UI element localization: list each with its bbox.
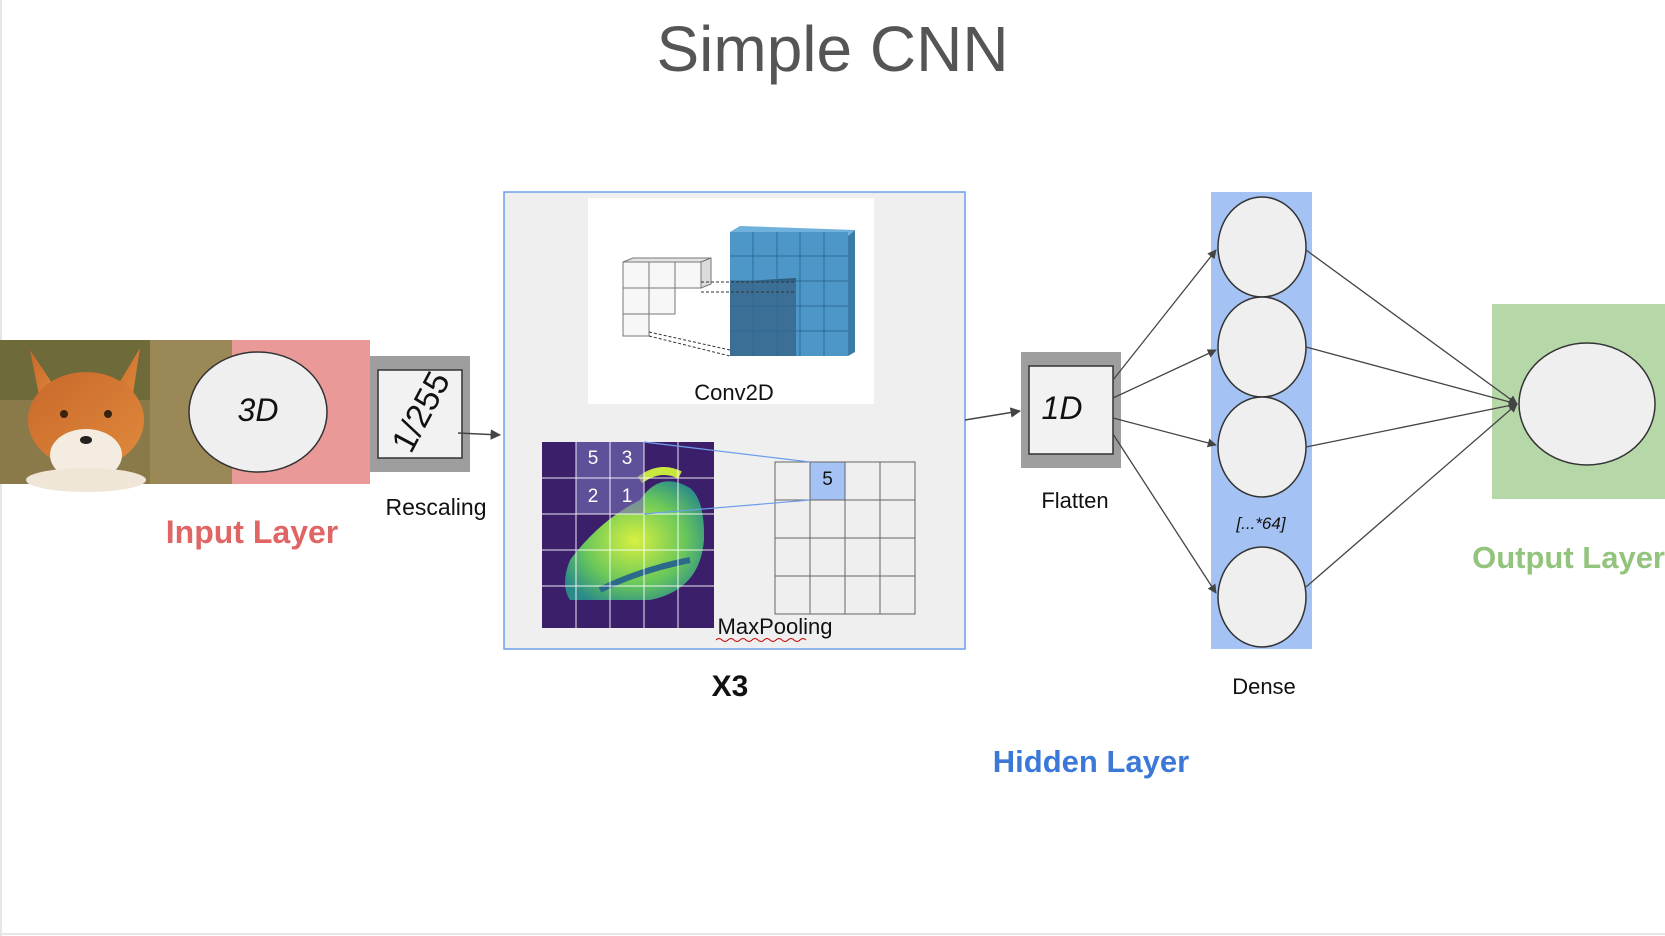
pooling-output-grid (774, 461, 916, 615)
repeat-label: X3 (711, 670, 749, 703)
pool-cell-4: 1 (621, 486, 633, 507)
bottom-edge (0, 933, 1665, 935)
pool-cell-3: 2 (587, 486, 599, 507)
pool-cell-2: 3 (621, 448, 633, 469)
pool-cell-1: 5 (587, 448, 599, 469)
pool-output-cell: 5 (822, 469, 833, 490)
dense-node-1 (1217, 196, 1307, 298)
conv-projection-lines (648, 281, 796, 357)
conv-feature-map (730, 226, 855, 356)
conv-kernel-cubes (622, 257, 712, 337)
output-node (1518, 342, 1656, 466)
flatten-block (1021, 352, 1121, 468)
hidden-layer-label: Hidden Layer (992, 744, 1190, 779)
input-layer (0, 340, 370, 492)
page-title: Simple CNN (656, 13, 1009, 85)
maxpooling-label: MaxPooling (717, 614, 833, 639)
rescaling-block (370, 356, 470, 472)
dense-node-4 (1217, 546, 1307, 648)
conv-block (503, 191, 966, 650)
dense-label: Dense (1232, 674, 1296, 699)
arrow-conv-to-flatten (964, 407, 1022, 421)
arrow-rescale-to-conv (457, 429, 502, 440)
conv2d-label: Conv2D (694, 380, 774, 405)
dense-to-output-arrows (1305, 249, 1518, 588)
input-shape-label: 3D (237, 392, 279, 428)
dense-node-2 (1217, 296, 1307, 398)
spellcheck-underline (715, 638, 807, 642)
flatten-box-text: 1D (1041, 390, 1083, 426)
dense-layer (1211, 192, 1312, 649)
output-layer (1492, 304, 1665, 499)
input-node (188, 351, 328, 473)
pooling-input-image (542, 442, 714, 628)
flatten-to-dense-arrows (1112, 249, 1217, 594)
input-layer-label: Input Layer (165, 514, 339, 550)
rescaling-label: Rescaling (385, 494, 487, 520)
dense-node-3 (1217, 396, 1307, 498)
dense-count-label: [...*64] (1236, 514, 1286, 533)
output-layer-label: Output Layer (1472, 540, 1665, 575)
pool-projection-lines (643, 441, 811, 515)
flatten-label: Flatten (1041, 488, 1109, 513)
